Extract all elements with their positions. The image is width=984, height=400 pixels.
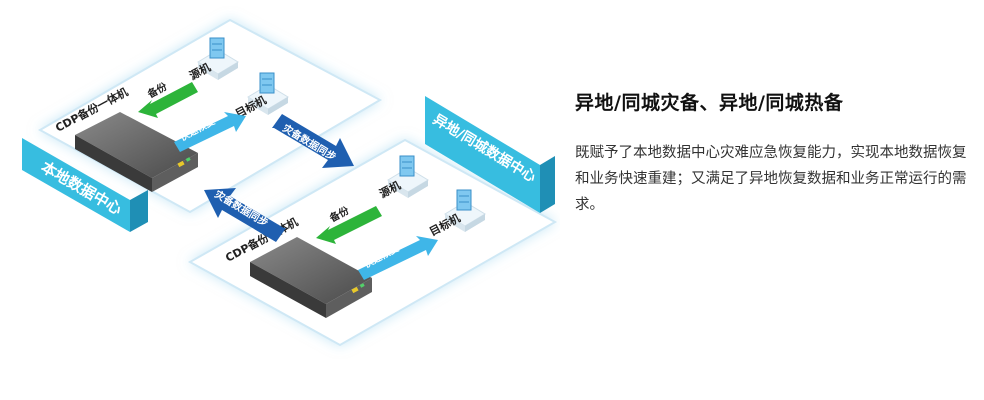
local-target-host: 目标机 <box>233 72 289 121</box>
server-icon <box>209 37 225 59</box>
section-description: 既赋予了本地数据中心灾难应急恢复能力，实现本地数据恢复和业务快速重建；又满足了异… <box>575 145 967 213</box>
server-icon <box>456 189 472 211</box>
server-icon <box>399 155 415 177</box>
server-icon <box>259 72 275 94</box>
remote-source-host: 源机 <box>377 155 429 201</box>
section-title: 异地/同城灾备、异地/同城热备 <box>575 92 844 114</box>
local-source-host: 源机 <box>187 37 239 83</box>
dr-architecture-diagram: 本地数据中心 异地/同城数据中心 CDP备份一体机 CDP备份一体机 源机 <box>22 18 558 347</box>
